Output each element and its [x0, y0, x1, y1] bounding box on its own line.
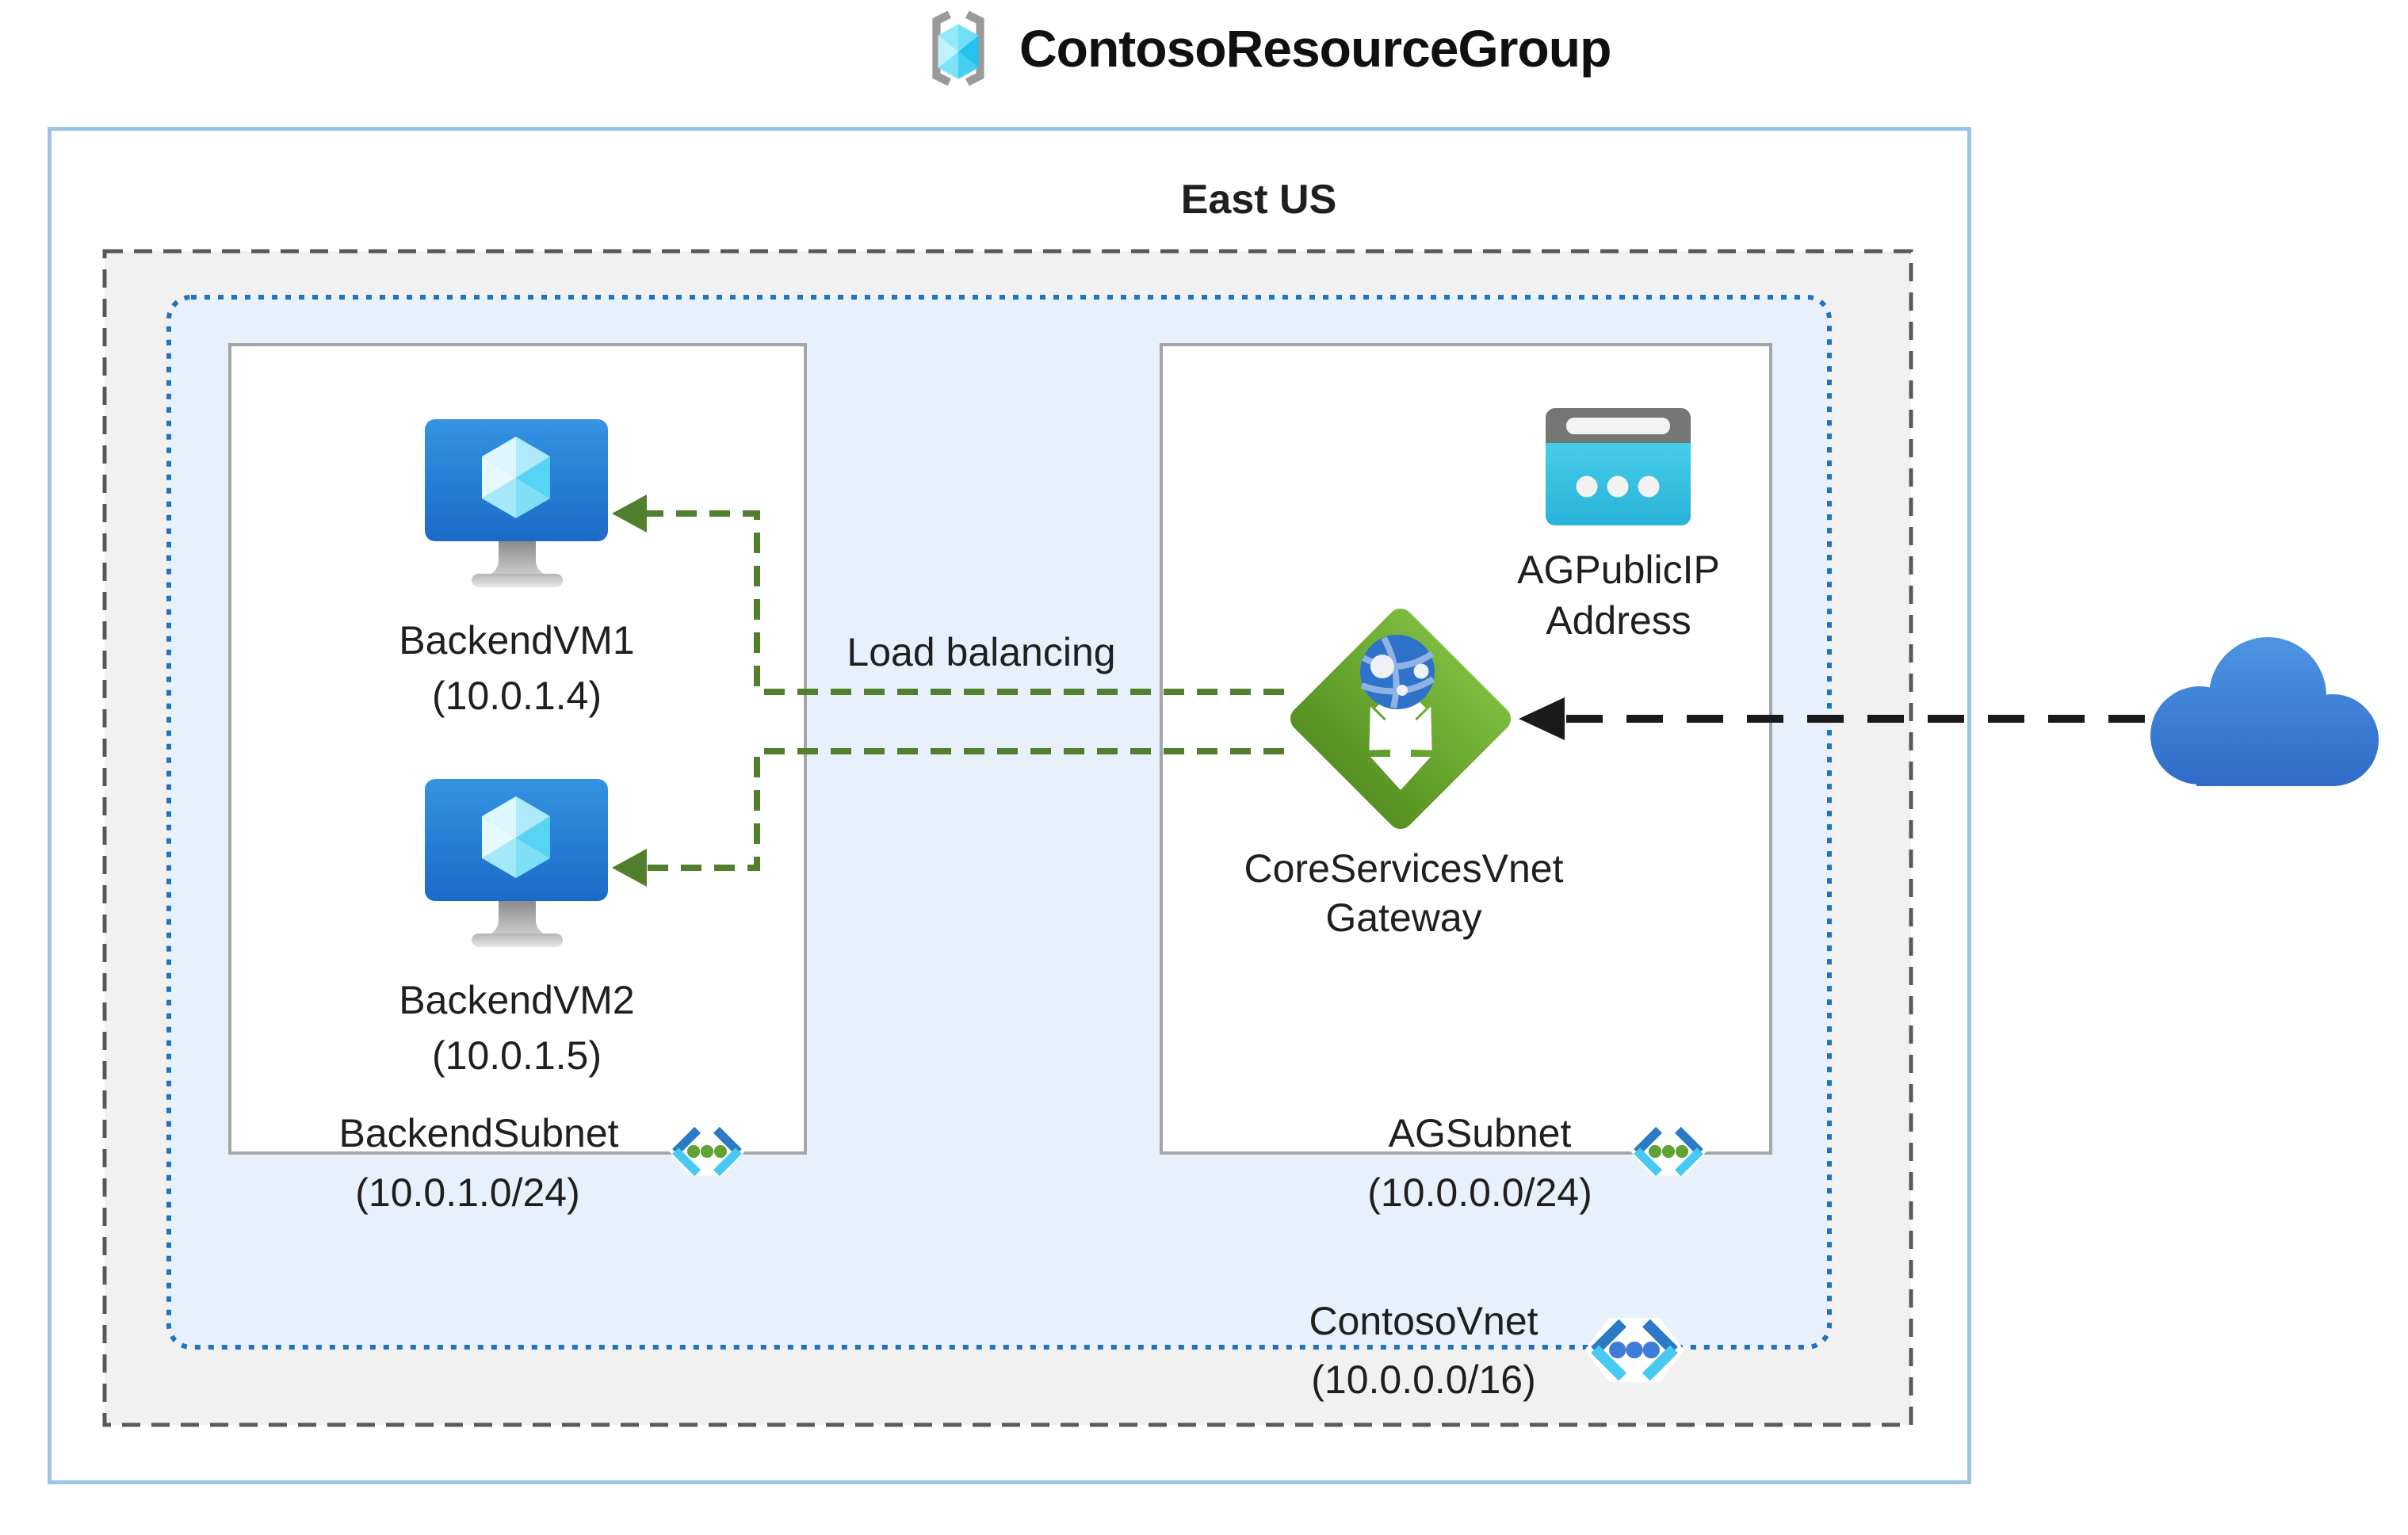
region-label: East US: [1180, 177, 1337, 223]
gateway-arrows-icon: [1369, 693, 1432, 790]
internet-cloud-icon: [2150, 637, 2379, 786]
vm1-name: BackendVM1: [399, 618, 635, 662]
vm2-ip: (10.0.1.5): [431, 1033, 602, 1078]
subnet-icon: [669, 1126, 745, 1177]
load-balancing-label: Load balancing: [847, 630, 1116, 674]
vm2-label: BackendVM2 (10.0.1.5): [399, 972, 634, 1083]
virtual-machine-icon: [425, 419, 608, 587]
public-ip-label: AGPublicIP Address: [1517, 544, 1720, 646]
subnet-icon: [1630, 1126, 1707, 1177]
subnet-backend-cidr: (10.0.1.0/24): [355, 1170, 580, 1215]
region-box: [48, 127, 1971, 1484]
resource-group-header: ContosoResourceGroup: [918, 8, 1611, 89]
globe-icon: [1360, 635, 1435, 709]
cube-icon: [938, 24, 979, 79]
public-ip-name-line1: AGPublicIP: [1517, 548, 1720, 592]
public-ip-name-line2: Address: [1546, 598, 1691, 643]
virtual-machine-icon: [425, 779, 608, 947]
gateway-name-line1: CoreServicesVnet: [1244, 846, 1564, 891]
vm2-name: BackendVM2: [399, 978, 635, 1022]
virtual-network-icon: [1584, 1318, 1684, 1382]
resource-group-icon: [932, 10, 984, 86]
application-gateway-icon: [1290, 608, 1512, 830]
subnet-ag-name: AGSubnet: [1388, 1111, 1572, 1155]
subnet-ag-cidr: (10.0.0.0/24): [1367, 1170, 1592, 1215]
vnet-name: ContosoVnet: [1309, 1299, 1538, 1343]
page-title: ContosoResourceGroup: [1019, 19, 1611, 78]
vm1-label: BackendVM1 (10.0.1.4): [399, 613, 634, 724]
subnet-backend-name: BackendSubnet: [338, 1111, 619, 1155]
vnet-cidr: (10.0.0.0/16): [1311, 1357, 1536, 1402]
vm1-ip: (10.0.1.4): [431, 674, 602, 718]
cube-icon: [482, 796, 550, 878]
cube-icon: [482, 437, 550, 518]
public-ip-icon: [1546, 408, 1691, 525]
gateway-name-line2: Gateway: [1325, 895, 1482, 940]
gateway-label: CoreServicesVnet Gateway: [1244, 844, 1564, 942]
